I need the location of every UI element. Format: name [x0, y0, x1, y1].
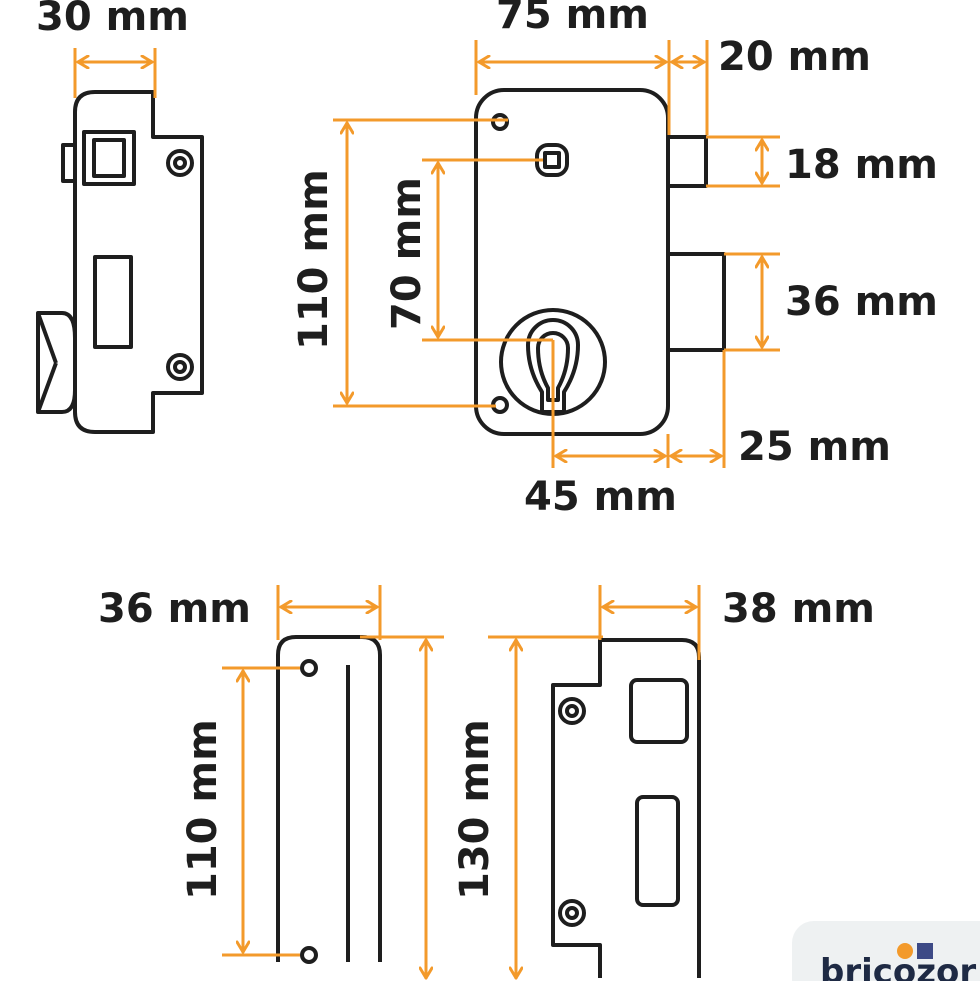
dimension-large-bolt-depth: 25 mm: [669, 424, 891, 470]
dimension-cylinder-offset: 45 mm: [524, 340, 726, 520]
lock-side-view: [36, 90, 204, 434]
label-cylinder-offset: 45 mm: [524, 474, 677, 520]
brand-name: bricozor: [820, 952, 976, 981]
dimension-keeper-height: 130 mm: [360, 635, 603, 980]
dimension-main-width: 75 mm: [474, 0, 709, 135]
keeper-plate: [551, 638, 701, 978]
label-screw-spacing: 70 mm: [384, 177, 430, 330]
dimension-plate-height: 110 mm: [180, 666, 300, 957]
label-large-bolt-height: 36 mm: [785, 279, 938, 325]
dimension-plate-width: 36 mm: [98, 585, 382, 640]
dimension-bolt-offset: 20 mm: [670, 34, 871, 80]
logo-navy-square: [917, 943, 933, 959]
dimension-small-bolt-height: 18 mm: [706, 135, 938, 188]
cover-plate: [276, 635, 382, 964]
label-keeper-width: 38 mm: [722, 586, 875, 632]
label-plate-height: 110 mm: [180, 719, 226, 900]
logo-orange-dot: [897, 943, 913, 959]
label-main-height: 110 mm: [291, 169, 337, 350]
dimension-keeper-width: 38 mm: [598, 585, 875, 660]
label-large-bolt-depth: 25 mm: [738, 424, 891, 470]
brand-logo: bricozor: [792, 921, 980, 981]
label-main-width: 75 mm: [496, 0, 649, 38]
label-small-bolt-height: 18 mm: [785, 142, 938, 188]
dimension-screw-spacing: 70 mm: [384, 158, 553, 342]
label-keeper-height: 130 mm: [452, 719, 498, 900]
dimension-top-left-width: 30 mm: [36, 0, 189, 98]
label-bolt-offset: 20 mm: [718, 34, 871, 80]
lock-front-view: [474, 88, 726, 436]
label-plate-width: 36 mm: [98, 586, 251, 632]
dimension-main-height: 110 mm: [291, 118, 508, 408]
dimension-large-bolt-height: 36 mm: [724, 252, 938, 352]
label-top-left-width: 30 mm: [36, 0, 189, 40]
